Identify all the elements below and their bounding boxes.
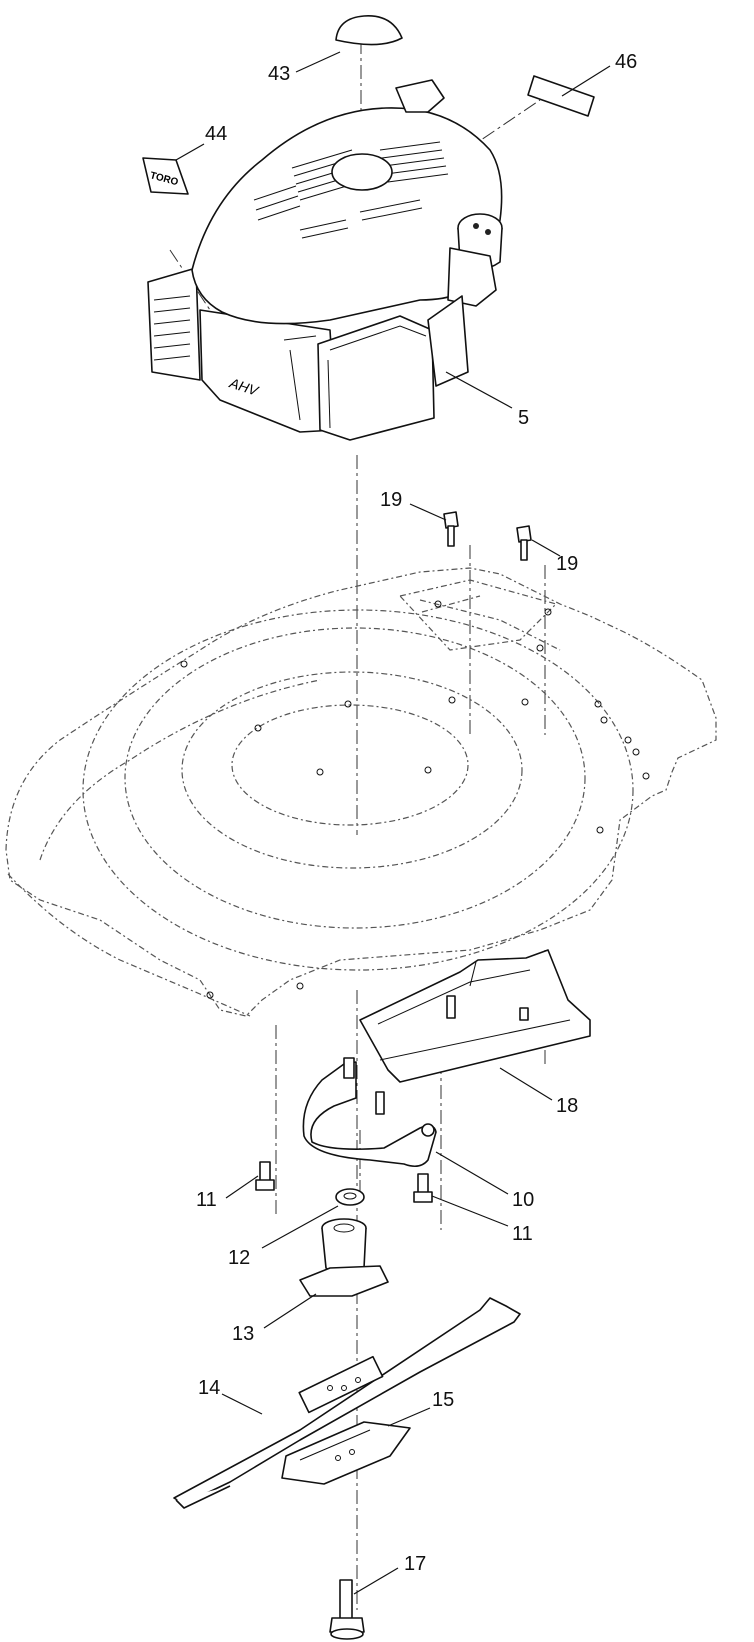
part-14-blade: 14 (173, 1297, 521, 1509)
callout-43: 43 (268, 63, 290, 85)
callout-18: 18 (556, 1095, 578, 1117)
part-44-brand-decal: TORO 44 (142, 123, 227, 195)
callout-44: 44 (205, 123, 227, 145)
callout-12: 12 (228, 1247, 250, 1269)
part-19-bolts: 19 19 (380, 489, 578, 575)
callout-15: 15 (432, 1389, 454, 1411)
part-18-baffle: 18 (359, 949, 591, 1117)
callout-11-b: 11 (512, 1223, 533, 1245)
part-13-adapter: 13 (232, 1218, 389, 1345)
callout-14: 14 (198, 1377, 220, 1399)
callout-5: 5 (518, 407, 529, 429)
mower-deck-outline (5, 567, 717, 1017)
part-43-cap: 43 (268, 15, 403, 85)
part-12-washer: 12 (228, 1188, 365, 1269)
assembly-axes (169, 40, 546, 1610)
callout-19-a: 19 (380, 489, 402, 511)
part-15-stiffener: 15 (281, 1389, 454, 1485)
part-11-screws: 11 11 (196, 1161, 533, 1245)
part-10-bracket: 10 (302, 1057, 534, 1211)
callout-10: 10 (512, 1189, 534, 1211)
callout-13: 13 (232, 1323, 254, 1345)
part-5-engine: AHV 5 (147, 79, 529, 441)
callout-11-a: 11 (196, 1189, 217, 1211)
part-46-label: 46 (527, 51, 637, 117)
callout-19-b: 19 (556, 553, 578, 575)
callout-46: 46 (615, 51, 637, 73)
part-17-blade-bolt: 17 (329, 1553, 426, 1640)
callout-17: 17 (404, 1553, 426, 1575)
